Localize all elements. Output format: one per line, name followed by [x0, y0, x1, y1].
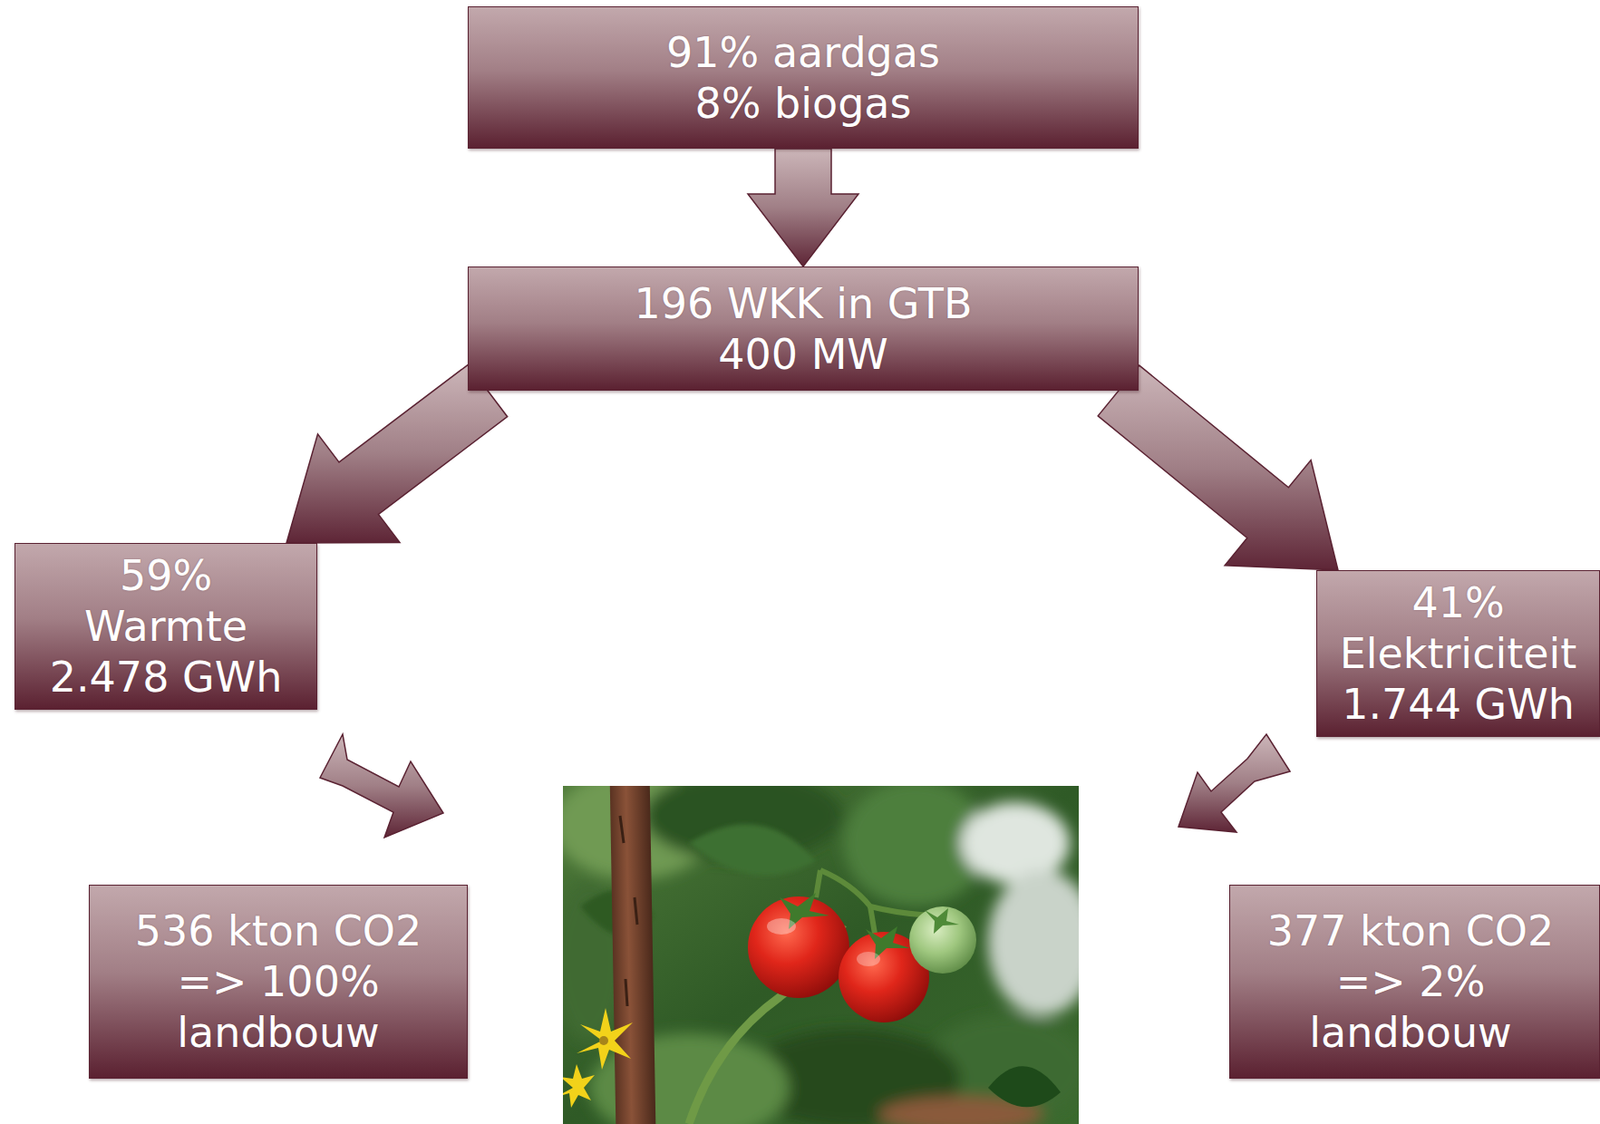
process-box: 41%Elektriciteit1.744 GWh [1316, 570, 1600, 737]
block-arrow [1097, 365, 1339, 571]
box-text: 536 kton CO2 => 100% landbouw [111, 905, 446, 1058]
block-arrow [286, 364, 508, 544]
box-text: 196 WKK in GTB [633, 278, 972, 330]
block-arrow [1178, 734, 1290, 833]
process-box: 59%Warmte2.478 GWh [14, 543, 318, 710]
box-text: Warmte [84, 601, 248, 652]
box-text: Elektriciteit [1339, 628, 1578, 679]
box-text: 377 kton CO2 => 2% landbouw [1248, 905, 1573, 1058]
block-arrow [747, 148, 859, 267]
box-text: 8% biogas [694, 77, 912, 129]
box-text: 91% aardgas [666, 27, 941, 78]
process-box: 196 WKK in GTB400 MW [467, 266, 1139, 391]
box-text: 59% [119, 550, 213, 602]
process-box: 91% aardgas8% biogas [467, 6, 1139, 149]
tomato-photo [562, 785, 1079, 1124]
process-box: 377 kton CO2 => 2% landbouw [1229, 884, 1600, 1079]
box-text: 41% [1411, 577, 1504, 629]
process-box: 536 kton CO2 => 100% landbouw [88, 884, 468, 1079]
box-text: 2.478 GWh [49, 651, 283, 703]
block-arrow [320, 734, 444, 838]
box-text: 400 MW [717, 329, 889, 380]
box-text: 1.744 GWh [1341, 678, 1575, 730]
